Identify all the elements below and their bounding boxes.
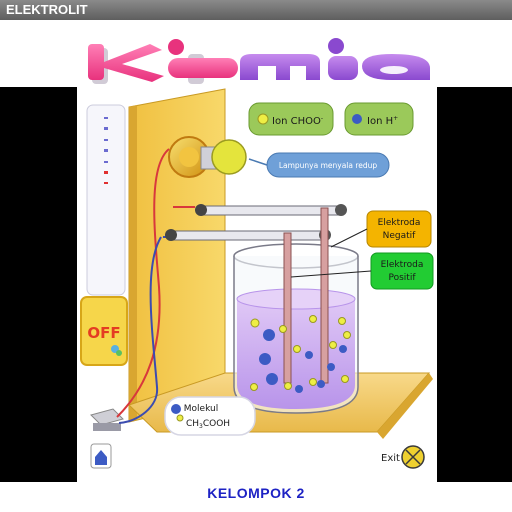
molecule-formula-main: CH [186,419,199,429]
window-title: ELEKTROLIT [6,2,88,17]
ion-h-charge: + [393,115,398,122]
positive-label-line1: Elektroda [381,260,424,270]
footer-text: KELOMPOK 2 [207,485,305,501]
svg-text:CH3COOH: CH3COOH [186,419,230,430]
negative-label-line2: Negatif [383,231,417,241]
molecule-label-line1: Molekul [184,404,218,414]
lamp-glow-icon [211,139,247,175]
footer-bar: KELOMPOK 2 [0,482,512,512]
electrolyte-simulation: OFF [77,87,437,482]
ion-choo-charge: - [321,115,323,122]
logo-letter-m [240,54,320,80]
close-icon [405,449,421,465]
svg-text:Ion CHOO-: Ion CHOO- [272,115,323,127]
indicator-strip [86,104,126,296]
logo-letter-i [168,39,238,78]
electrolyte-solution [237,299,355,409]
power-switch[interactable]: OFF [80,296,128,366]
molecule-formula-tail: COOH [203,419,230,429]
positive-arrow [290,270,372,278]
brand-header [0,20,512,87]
exit-label: Exit [381,453,400,464]
exit-button[interactable]: Exit [381,445,425,469]
lamp-status-text: Lampunya menyala redup [279,161,378,170]
title-bar: ELEKTROLIT [0,0,512,20]
negative-arrow [330,228,368,248]
negative-electrode-callout: Elektroda Negatif [330,210,432,248]
ion-choo-icon [257,113,269,125]
circuit-wires [116,148,195,424]
lamp-status-callout: Lampunya menyala redup [248,152,390,178]
kimia-logo [88,38,430,84]
wooden-stand [128,88,226,423]
ions [250,315,351,393]
switch-label: OFF [87,324,120,342]
positive-label-line2: Positif [389,273,417,283]
logo-letter-k [88,44,164,82]
home-button[interactable] [90,443,112,469]
molecule-callout: Molekul CH3COOH [164,396,256,436]
battery [90,408,124,431]
positive-electrode-callout: Elektroda Positif [290,252,434,290]
logo-letter-a [362,54,430,80]
ion-choo-label: Ion CHOO [272,116,321,127]
negative-label-line1: Elektroda [378,218,421,228]
legend-ion-h: Ion H+ [344,102,414,136]
molecule-formula-sub: 3 [199,423,203,430]
lamp-bulb [168,136,247,178]
svg-text:Ion H+: Ion H+ [367,115,398,127]
legend-ion-choo: Ion CHOO- [248,102,334,136]
ion-h-icon [352,114,362,124]
indicator-marks [104,117,108,184]
ion-h-label: Ion H [367,116,393,127]
logo-letter-i-second [328,38,358,80]
